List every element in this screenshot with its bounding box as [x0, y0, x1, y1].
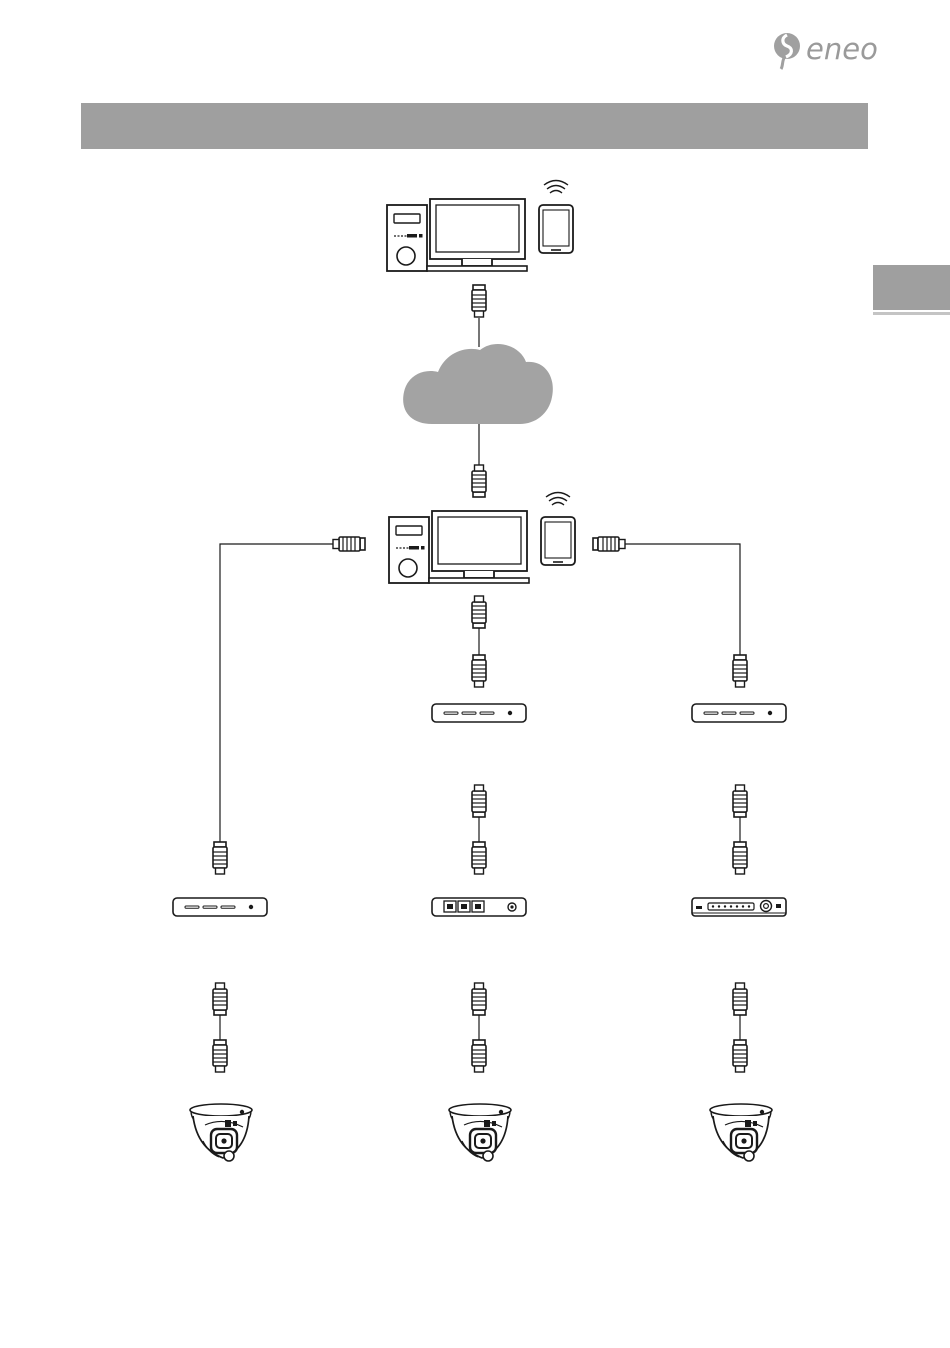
connector-plug: [213, 1040, 227, 1072]
connector-plug: [213, 842, 227, 874]
dome-camera-right: [710, 1104, 772, 1161]
connector-plug: [472, 842, 486, 874]
dome-camera-left: [190, 1104, 252, 1161]
connector-plug: [472, 465, 486, 497]
connector-plug: [472, 785, 486, 817]
connector-plug: [472, 1040, 486, 1072]
connector-plug: [213, 983, 227, 1015]
connector-plug: [593, 537, 625, 551]
cable-server-router-left: [220, 544, 333, 842]
router-center: [432, 704, 526, 722]
connector-plug: [733, 1040, 747, 1072]
client-computer: [387, 181, 573, 272]
connector-plug: [733, 983, 747, 1015]
connector-plug: [472, 655, 486, 687]
connector-plug: [472, 285, 486, 317]
cable-server-router-right: [625, 544, 740, 655]
network-video-recorder: [692, 898, 786, 916]
connector-plug: [472, 596, 486, 628]
internet-cloud-icon: [403, 344, 553, 424]
connector-plug: [733, 655, 747, 687]
connector-plug: [733, 785, 747, 817]
connector-plug: [472, 983, 486, 1015]
connector-plug: [733, 842, 747, 874]
network-switch: [432, 898, 526, 916]
router-left: [173, 898, 267, 916]
connector-plug: [333, 537, 365, 551]
dome-camera-center: [449, 1104, 511, 1161]
server-computer: [389, 493, 575, 584]
router-right: [692, 704, 786, 722]
